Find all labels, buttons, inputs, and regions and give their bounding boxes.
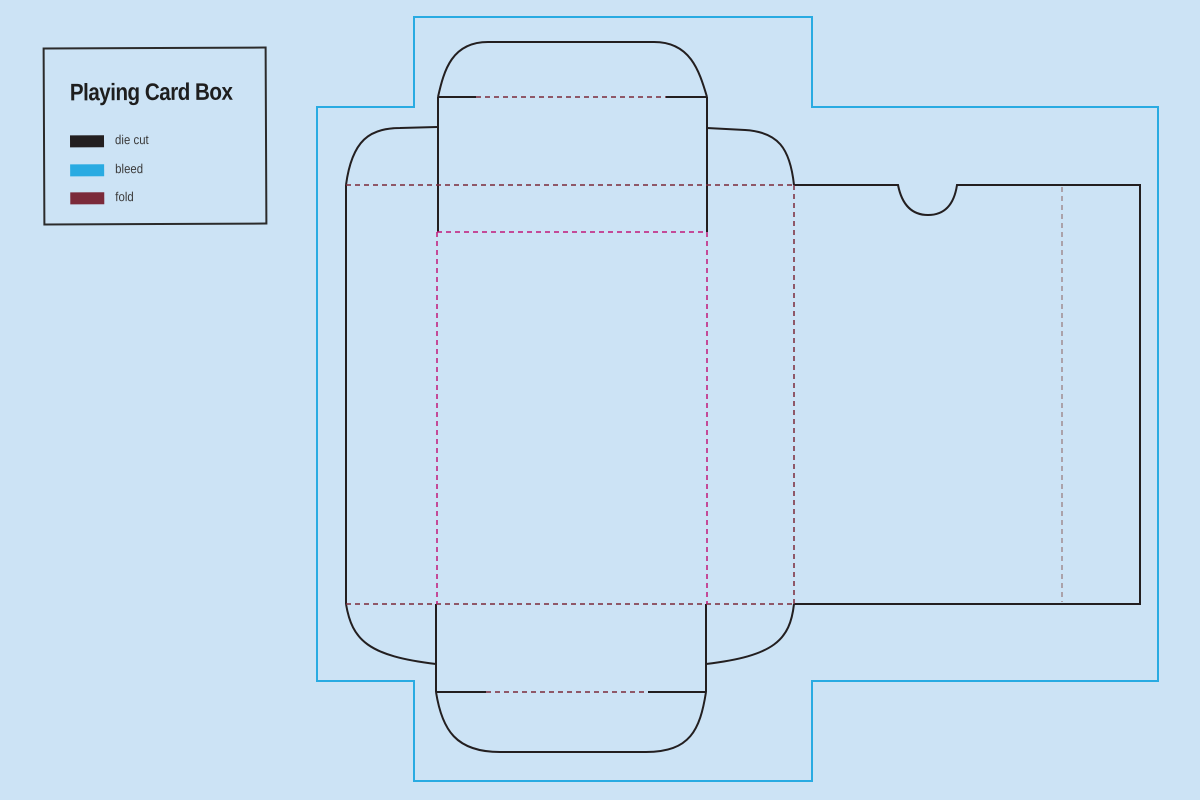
legend-box: Playing Card Box die cut bleed fold	[42, 46, 268, 226]
left-upper-dust-flap-cut	[345, 126, 438, 186]
right-lower-dust-flap-cut	[705, 603, 795, 665]
right-upper-dust-flap-cut	[706, 127, 795, 186]
legend-label-fold: fold	[115, 189, 134, 205]
bleed-outline	[316, 16, 1159, 782]
bottom-outer-flap-cut	[435, 691, 707, 753]
front-panel-fold	[436, 231, 708, 604]
fold-lines	[346, 96, 795, 693]
legend-title: Playing Card Box	[69, 78, 233, 107]
back-panel-cut	[794, 184, 1141, 605]
die-cut-lines	[345, 41, 1141, 753]
die-cut-swatch	[69, 135, 105, 148]
top-outer-flap-cut	[437, 41, 708, 98]
bleed-swatch	[70, 164, 105, 177]
fold-swatch	[70, 192, 105, 205]
legend-label-bleed: bleed	[115, 161, 144, 177]
left-lower-dust-flap-cut	[345, 603, 437, 665]
legend-label-die-cut: die cut	[114, 132, 149, 148]
